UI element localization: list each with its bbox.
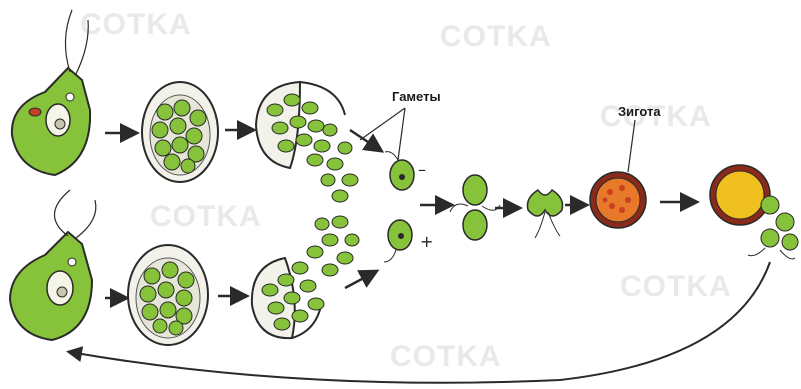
zygote bbox=[590, 172, 646, 228]
zygote-label: Зигота bbox=[618, 104, 661, 119]
releasing-gametes-bottom bbox=[252, 216, 359, 338]
plus-sign: + bbox=[420, 232, 433, 251]
vegetative-cell-bottom bbox=[10, 190, 96, 340]
pairing-gametes bbox=[450, 175, 500, 240]
fusing-gametes bbox=[527, 190, 562, 238]
arrow bbox=[350, 130, 380, 150]
gametes-pointer-line bbox=[398, 108, 405, 160]
vegetative-cell-top bbox=[12, 10, 90, 175]
sporangium-top bbox=[142, 82, 218, 182]
gametes-pointer-line bbox=[360, 108, 405, 140]
zygote-pointer-line bbox=[628, 120, 635, 172]
gamete-plus bbox=[384, 220, 412, 262]
releasing-gametes-top bbox=[256, 82, 358, 202]
gametes-label: Гаметы bbox=[392, 89, 441, 104]
gamete-minus bbox=[385, 152, 414, 190]
germinating-zygote bbox=[710, 165, 798, 259]
minus-sign: – bbox=[418, 160, 426, 179]
sporangium-bottom bbox=[128, 245, 208, 345]
arrow bbox=[345, 272, 375, 288]
